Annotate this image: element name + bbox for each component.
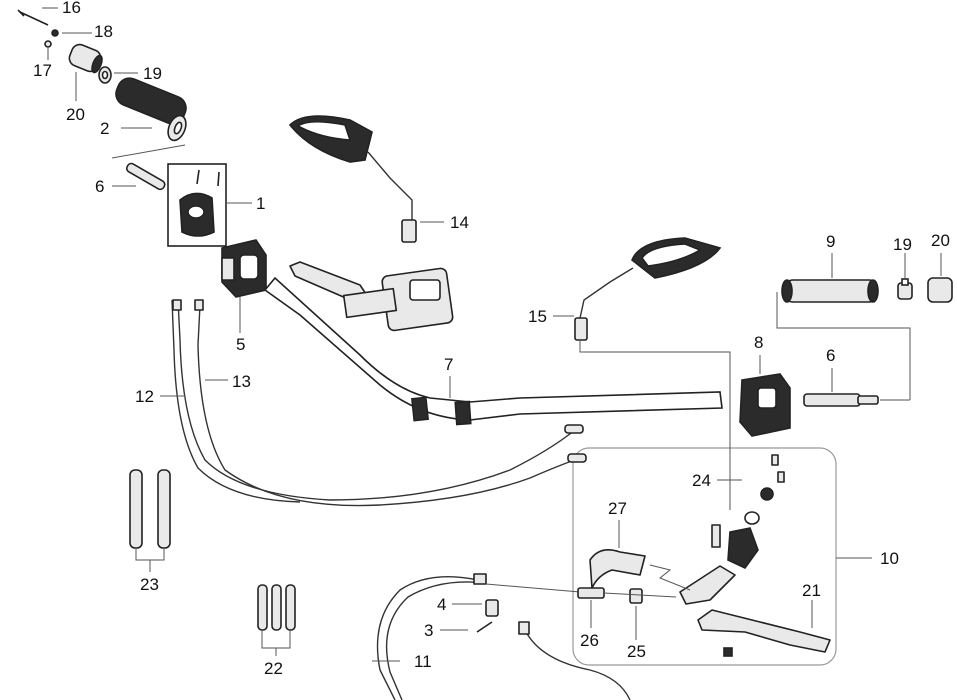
callout-8: 8 xyxy=(754,333,763,352)
callout-13: 13 xyxy=(232,372,251,391)
part-17-nut xyxy=(44,40,52,48)
part-3-spring xyxy=(476,621,493,633)
callout-17: 17 xyxy=(33,61,52,80)
callout-6-right: 6 xyxy=(826,346,835,365)
part-16-screw xyxy=(17,9,49,26)
callout-10: 10 xyxy=(880,549,899,568)
callout-24: 24 xyxy=(692,471,711,490)
part-27-switch xyxy=(589,549,646,589)
callout-4: 4 xyxy=(437,595,446,614)
part-19-collar xyxy=(98,66,112,84)
callout-22: 22 xyxy=(264,659,283,678)
part-5-left-switch xyxy=(221,239,267,298)
part-15-right-mirror xyxy=(574,237,722,341)
part-23-cable-ties xyxy=(129,469,171,549)
callout-16: 16 xyxy=(62,0,81,17)
part-26-pivot-bolt xyxy=(577,587,605,599)
part-20-right-bar-end xyxy=(927,277,953,303)
callout-2: 2 xyxy=(100,119,109,138)
brake-master-cylinder xyxy=(342,267,454,332)
part-2-left-grip xyxy=(115,77,187,142)
part-22-cable-ties xyxy=(257,584,296,631)
callout-3: 3 xyxy=(424,621,433,640)
callout-20-left: 20 xyxy=(66,105,85,124)
callout-6-left: 6 xyxy=(95,177,104,196)
callout-19-left: 19 xyxy=(143,64,162,83)
callout-14: 14 xyxy=(450,213,469,232)
callout-26: 26 xyxy=(580,631,599,650)
callout-5: 5 xyxy=(236,335,245,354)
callout-20-right: 20 xyxy=(931,231,950,250)
part-11-clutch-cable xyxy=(376,573,631,700)
callout-11: 11 xyxy=(414,652,432,671)
part-18-washer xyxy=(51,29,59,37)
callout-12: 12 xyxy=(135,387,154,406)
part-14-left-mirror xyxy=(288,115,417,243)
part-20-bar-end-weight xyxy=(68,43,103,74)
callout-27: 27 xyxy=(608,499,627,518)
throttle-cables xyxy=(171,299,587,507)
part-1-switch-housing xyxy=(179,169,220,237)
part-24-screws xyxy=(744,454,785,525)
callout-9: 9 xyxy=(826,232,835,251)
part-8-right-switch xyxy=(739,373,791,437)
part-21-clutch-lever xyxy=(697,609,831,657)
part-19-right-collar xyxy=(897,278,913,300)
part-4-adjuster xyxy=(485,599,499,617)
right-lever-bracket xyxy=(679,524,759,605)
part-7-handlebar xyxy=(263,276,723,426)
callout-21: 21 xyxy=(802,581,821,600)
callout-15: 15 xyxy=(528,307,547,326)
right-lever-group-box xyxy=(572,447,837,666)
callout-1: 1 xyxy=(256,194,265,213)
callout-25: 25 xyxy=(627,642,646,661)
part-6-right-pipe xyxy=(803,393,879,407)
part-9-right-grip xyxy=(781,279,879,303)
callout-18: 18 xyxy=(94,22,113,41)
callout-23: 23 xyxy=(140,575,159,594)
callout-7: 7 xyxy=(444,355,453,374)
part-6-left-throttle-pipe xyxy=(125,162,166,191)
part-25-nut xyxy=(629,588,643,604)
callout-19-right: 19 xyxy=(893,235,912,254)
